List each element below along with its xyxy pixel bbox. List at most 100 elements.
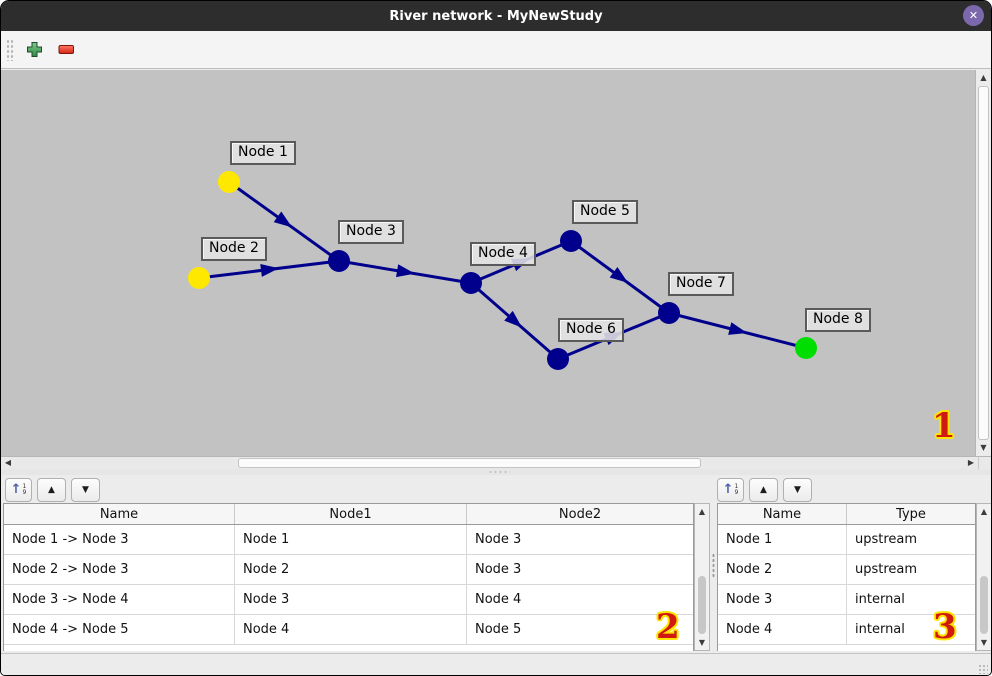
table-cell[interactable]: upstream	[855, 562, 918, 577]
river-node[interactable]	[795, 337, 817, 359]
table-cell[interactable]: Node 4	[475, 592, 522, 607]
table-cell[interactable]: Node 1 -> Node 3	[4, 525, 235, 554]
scroll-down-button[interactable]: ▼	[695, 637, 709, 648]
scroll-up-button[interactable]: ▲	[977, 506, 991, 517]
flow-direction-arrow-icon	[273, 211, 293, 228]
plus-icon	[26, 42, 42, 57]
close-icon: ✕	[968, 9, 979, 22]
title-bar: River network - MyNewStudy ✕	[1, 1, 991, 31]
table-row[interactable]: Node 1 upstream	[718, 525, 975, 555]
vertical-splitter[interactable]	[711, 475, 716, 653]
table-cell[interactable]: Node 2 -> Node 3	[4, 555, 235, 584]
node-label: Node 1	[230, 141, 296, 165]
canvas-vertical-scrollbar[interactable]: ▲ ▼	[975, 70, 991, 456]
river-node[interactable]	[460, 272, 482, 294]
links-header-node2[interactable]: Node2	[558, 506, 602, 522]
nodes-move-up-button[interactable]: ▲	[749, 478, 778, 502]
table-cell[interactable]: upstream	[855, 532, 918, 547]
up-arrow-icon: ▲	[48, 485, 55, 495]
table-row[interactable]: Node 3 internal	[718, 585, 975, 615]
splitter-handle-icon	[712, 553, 715, 579]
table-cell[interactable]: Node 5	[475, 622, 522, 637]
toolbar-drag-handle[interactable]	[6, 38, 15, 61]
nodes-table-scrollbar[interactable]: ▲ ▼	[976, 503, 991, 651]
canvas-hscroll-thumb[interactable]	[238, 458, 701, 468]
nodes-scroll-thumb[interactable]	[980, 576, 988, 634]
node-label: Node 2	[201, 237, 267, 261]
node-label: Node 5	[572, 200, 638, 224]
scroll-left-button[interactable]: ◀	[2, 457, 14, 469]
river-node[interactable]	[560, 230, 582, 252]
table-cell[interactable]: Node 4 -> Node 5	[4, 615, 235, 644]
scroll-corner	[978, 456, 991, 469]
node-label: Node 4	[470, 242, 536, 266]
annotation-number: 2	[656, 607, 680, 647]
nodes-header-name[interactable]: Name	[718, 504, 847, 524]
scroll-up-icon: ▲	[980, 506, 988, 516]
main-toolbar	[1, 31, 991, 69]
table-cell[interactable]: Node 3	[235, 585, 467, 614]
table-row[interactable]: Node 4 internal	[718, 615, 975, 645]
scroll-up-button[interactable]: ▲	[976, 72, 991, 84]
table-cell[interactable]: Node 4	[235, 615, 467, 644]
table-cell[interactable]: Node 3	[475, 562, 522, 577]
nodes-table-header: Name Type	[718, 504, 975, 525]
horizontal-splitter[interactable]	[1, 469, 991, 475]
scroll-right-button[interactable]: ▶	[965, 457, 977, 469]
scroll-up-icon: ▲	[698, 506, 706, 516]
annotation-number: 3	[933, 607, 957, 647]
scroll-down-button[interactable]: ▼	[977, 637, 991, 648]
canvas-horizontal-scrollbar[interactable]: ◀ ▶	[1, 456, 978, 469]
table-cell[interactable]: Node 2	[718, 555, 847, 584]
close-button[interactable]: ✕	[963, 5, 984, 26]
links-header-name[interactable]: Name	[4, 504, 235, 524]
table-cell[interactable]: Node 3	[475, 532, 522, 547]
river-node[interactable]	[328, 250, 350, 272]
river-node[interactable]	[547, 348, 569, 370]
scroll-up-button[interactable]: ▲	[695, 506, 709, 517]
canvas-vscroll-thumb[interactable]	[978, 86, 989, 440]
links-move-up-button[interactable]: ▲	[37, 478, 66, 502]
table-cell[interactable]: Node 2	[235, 555, 467, 584]
river-node[interactable]	[218, 171, 240, 193]
node-label: Node 6	[558, 318, 624, 342]
flow-direction-arrow-icon	[504, 310, 523, 328]
table-cell[interactable]: internal	[855, 592, 905, 607]
scroll-down-button[interactable]: ▼	[976, 442, 991, 454]
nodes-header-type[interactable]: Type	[896, 506, 926, 522]
annotation-number: 1	[932, 406, 956, 446]
add-node-button[interactable]	[21, 37, 47, 63]
table-cell[interactable]: Node 3 -> Node 4	[4, 585, 235, 614]
node-label: Node 7	[668, 272, 734, 296]
nodes-move-down-button[interactable]: ▼	[783, 478, 812, 502]
table-cell[interactable]: internal	[855, 622, 905, 637]
river-node[interactable]	[658, 302, 680, 324]
river-node[interactable]	[188, 267, 210, 289]
links-move-down-button[interactable]: ▼	[71, 478, 100, 502]
table-cell[interactable]: Node 1	[718, 525, 847, 554]
remove-node-button[interactable]	[53, 37, 79, 63]
node-label: Node 3	[338, 220, 404, 244]
links-table-scrollbar[interactable]: ▲ ▼	[694, 503, 710, 651]
table-cell[interactable]: Node 3	[718, 585, 847, 614]
scroll-up-icon: ▲	[980, 73, 987, 82]
table-cell[interactable]: Node 1	[235, 525, 467, 554]
links-scroll-thumb[interactable]	[698, 576, 706, 634]
table-row[interactable]: Node 2 upstream	[718, 555, 975, 585]
links-header-node1[interactable]: Node1	[235, 504, 467, 524]
resize-grip[interactable]	[978, 664, 988, 674]
network-canvas[interactable]: Node 1 Node 2 Node 3 Node 4 Node 5 Node 6 Node…	[1, 70, 977, 456]
table-cell[interactable]: Node 4	[718, 615, 847, 644]
